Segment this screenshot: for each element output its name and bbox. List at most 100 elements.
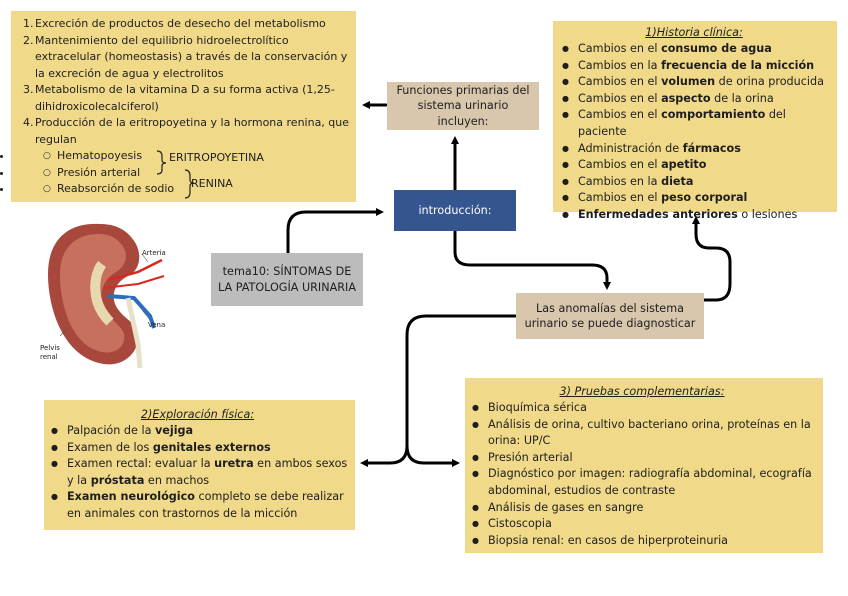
plain-text: Palpación de la — [67, 424, 155, 437]
emphasis-text: comportamiento — [661, 108, 766, 122]
topic-text: tema10: SÍNTOMAS DE LA PATOLOGÍA URINARI… — [218, 265, 356, 294]
plain-text: de orina producida — [715, 75, 824, 89]
function-text: Producción de la eritropoyetina y la hor… — [35, 116, 350, 146]
emphasis-text: Enfermedades anteriores — [578, 207, 738, 221]
plain-text: Cambios en la — [578, 174, 662, 188]
history-title: 1)Historia clínica: — [645, 26, 743, 39]
history-item: Cambios en el apetito — [557, 157, 831, 174]
intro-text: introducción: — [418, 203, 492, 217]
emphasis-text: uretra — [214, 457, 254, 471]
plain-text: Administración de — [578, 141, 683, 155]
emphasis-text: frecuencia de la micción — [661, 58, 815, 72]
history-item: Cambios en el peso corporal — [557, 190, 831, 207]
function-item-4: 4.Producción de la eritropoyetina y la h… — [23, 116, 350, 146]
hormone-renina: RENINA — [191, 177, 233, 190]
function-item-2: 2.Mantenimiento del equilibrio hidroelec… — [23, 33, 348, 80]
intro-box: introducción: — [394, 190, 516, 231]
tests-list: Bioquímica séricaAnálisis de orina, cult… — [467, 400, 817, 549]
plain-text: Cambios en el — [578, 158, 662, 172]
history-item: Cambios en el volumen de orina producida — [557, 74, 831, 91]
history-item: Cambios en el comportamiento del pacient… — [557, 107, 831, 140]
function-item-1: 1.Excreción de productos de desecho del … — [23, 17, 326, 30]
function-item-3: 3.Metabolismo de la vitamina D a su form… — [23, 83, 335, 113]
brace-icons — [156, 150, 195, 199]
test-item: Biopsia renal: en casos de hiperproteinu… — [467, 533, 817, 550]
test-item: Bioquímica sérica — [467, 400, 817, 417]
test-item: Análisis de orina, cultivo bacteriano or… — [467, 417, 817, 450]
function-text: Mantenimiento del equilibrio hidroelectr… — [35, 33, 348, 80]
tests-title: 3) Pruebas complementarias: — [559, 385, 725, 398]
history-item: Enfermedades anteriores o lesiones — [557, 207, 831, 224]
functions-list: 1.Excreción de productos de desecho del … — [11, 11, 356, 202]
plain-text: Cambios en el — [578, 191, 662, 205]
history-item: Cambios en la frecuencia de la micción — [557, 58, 831, 75]
emphasis-text: próstata — [90, 473, 145, 487]
history-item: Cambios en el consumo de agua — [557, 41, 831, 58]
arrow-diagnose-history — [692, 216, 732, 302]
plain-text: Cambios en el — [578, 91, 662, 105]
test-item: Diagnóstico por imagen: radiografía abdo… — [467, 466, 817, 499]
plain-text: Examen rectal: evaluar la — [67, 457, 215, 471]
emphasis-text: apetito — [661, 158, 707, 172]
plain-text: completo se debe realizar en animales co… — [67, 490, 344, 520]
plain-text: Cambios en el — [578, 75, 662, 89]
test-item: Presión arterial — [467, 450, 817, 467]
function-text: Excreción de productos de desecho del me… — [35, 17, 326, 30]
plain-text: Cambios en el — [578, 108, 662, 122]
arrow-diagnose-branch — [360, 314, 517, 467]
functions-header-box: Funciones primarias del sistema urinario… — [387, 82, 539, 130]
label-pelvis-renal: Pelvis renal — [40, 344, 60, 361]
arrow-topic-intro — [286, 208, 384, 255]
label-arteria: Arteria — [142, 249, 166, 257]
label-vena: Vena — [148, 321, 166, 329]
test-item: Análisis de gases en sangre — [467, 500, 817, 517]
plain-text: o lesiones — [737, 207, 798, 221]
function-text: Metabolismo de la vitamina D a su forma … — [35, 83, 335, 113]
exam-item: Examen de los genitales externos — [46, 440, 349, 457]
tests-box: 3) Pruebas complementarias: Bioquímica s… — [465, 378, 823, 553]
kidney-illustration: Arteria Vena Pelvis renal — [38, 218, 173, 369]
emphasis-text: peso corporal — [661, 191, 748, 205]
diagnose-box: Las anomalías del sistema urinario se pu… — [516, 293, 704, 339]
plain-text: del paciente — [578, 108, 786, 138]
exam-item: Examen rectal: evaluar la uretra en ambo… — [46, 456, 349, 489]
topic-box: tema10: SÍNTOMAS DE LA PATOLOGÍA URINARI… — [211, 253, 363, 306]
history-item: Cambios en la dieta — [557, 174, 831, 191]
functions-header-text: Funciones primarias del sistema urinario… — [396, 84, 530, 128]
sub-item-hematopoyesis: Hematopoyesis — [13, 148, 350, 165]
emphasis-text: genitales externos — [152, 440, 271, 454]
hormone-eritropoyetina: ERITROPOYETINA — [169, 151, 264, 164]
sub-item-presion: Presión arterial — [13, 165, 350, 182]
test-item: Cistoscopia — [467, 516, 817, 533]
exam-title: 2)Exploración física: — [140, 408, 255, 421]
arrow-to-tests — [405, 444, 460, 467]
plain-text: Examen de los — [67, 440, 153, 454]
history-item: Administración de fármacos — [557, 141, 831, 158]
emphasis-text: Examen neurológico — [67, 490, 195, 504]
plain-text: Cambios en la — [578, 58, 662, 72]
emphasis-text: consumo de agua — [661, 42, 772, 55]
arrow-intro-diagnose — [453, 229, 611, 290]
emphasis-text: fármacos — [682, 141, 741, 155]
emphasis-text: aspecto — [661, 91, 711, 105]
sub-item-sodio: Reabsorción de sodio — [13, 181, 350, 198]
kidney-icon — [48, 223, 165, 369]
exam-item: Examen neurológico completo se debe real… — [46, 489, 349, 522]
plain-text: en machos — [144, 473, 210, 487]
emphasis-text: vejiga — [154, 424, 194, 437]
emphasis-text: volumen — [661, 75, 716, 89]
regulation-sublist: Hematopoyesis Presión arterial Reabsorci… — [13, 148, 350, 198]
functions-ordered-list: 1.Excreción de productos de desecho del … — [13, 16, 350, 148]
plain-text: en ambos sexos y la — [67, 457, 348, 487]
exam-item: Palpación de la vejiga — [46, 423, 349, 440]
emphasis-text: dieta — [661, 174, 694, 188]
history-item: Cambios en el aspecto de la orina — [557, 91, 831, 108]
history-list: Cambios en el consumo de aguaCambios en … — [557, 41, 831, 224]
exam-box: 2)Exploración física: Palpación de la ve… — [44, 400, 355, 530]
plain-text: de la orina — [710, 91, 774, 105]
plain-text: Cambios en el — [578, 42, 662, 55]
diagnose-text: Las anomalías del sistema urinario se pu… — [524, 301, 696, 330]
history-box: 1)Historia clínica: Cambios en el consum… — [553, 21, 837, 223]
exam-list: Palpación de la vejigaExamen de los geni… — [46, 423, 349, 523]
